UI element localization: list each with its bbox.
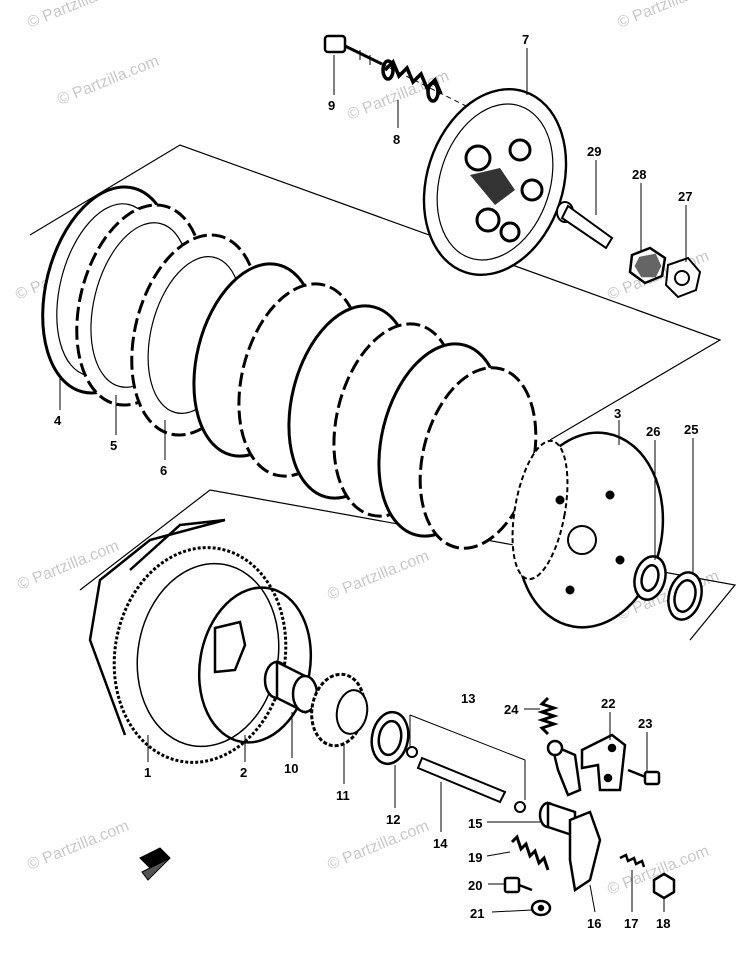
callout-27[interactable]: 27 (678, 189, 692, 204)
lock-washer[interactable] (664, 256, 702, 299)
spacer-bushing[interactable] (263, 659, 319, 715)
steel-ball-small[interactable] (514, 801, 526, 813)
gasket-washer[interactable] (530, 899, 552, 917)
release-lever[interactable] (546, 739, 582, 797)
callout-1[interactable]: 1 (144, 765, 151, 780)
callout-10[interactable]: 10 (284, 761, 298, 776)
callout-22[interactable]: 22 (601, 696, 615, 711)
callout-20[interactable]: 20 (468, 878, 482, 893)
adjuster-spring[interactable] (510, 834, 550, 871)
kick-starter-gear[interactable] (306, 670, 370, 750)
callout-5[interactable]: 5 (110, 438, 117, 453)
release-bracket[interactable] (580, 733, 627, 792)
adjusting-screw[interactable] (619, 853, 646, 868)
clutch-housing[interactable] (88, 518, 302, 776)
callout-26[interactable]: 26 (646, 424, 660, 439)
watermark: © Partzilla.com (25, 0, 131, 32)
callout-18[interactable]: 18 (656, 916, 670, 931)
steel-ball[interactable] (406, 746, 418, 758)
oil-seal-screw[interactable] (503, 876, 533, 894)
watermark: © Partzilla.com (25, 818, 131, 874)
push-rod[interactable] (416, 756, 507, 804)
callout-13[interactable]: 13 (461, 691, 475, 706)
callout-14[interactable]: 14 (433, 836, 448, 851)
spacer-ring[interactable] (187, 579, 322, 752)
callout-28[interactable]: 28 (632, 167, 646, 182)
release-cam[interactable] (538, 801, 577, 838)
callout-11[interactable]: 11 (336, 788, 350, 803)
callout-23[interactable]: 23 (638, 716, 652, 731)
clutch-spring[interactable] (381, 58, 443, 103)
callout-4[interactable]: 4 (54, 413, 62, 428)
watermark: © Partzilla.com (15, 538, 121, 594)
leader-lines (59, 48, 694, 913)
callout-19[interactable]: 19 (468, 850, 482, 865)
callout-25[interactable]: 25 (684, 422, 698, 437)
callout-15[interactable]: 15 (468, 816, 482, 831)
pressure-plate[interactable] (401, 71, 589, 294)
clutch-plate-stack (41, 185, 538, 550)
watermark: © Partzilla.com (615, 0, 721, 32)
callout-7[interactable]: 7 (522, 32, 529, 47)
callout-9[interactable]: 9 (328, 98, 335, 113)
clutch-sleeve-hub[interactable] (502, 421, 678, 639)
watermark: © Partzilla.com (325, 548, 431, 604)
callout-6[interactable]: 6 (160, 463, 167, 478)
front-arrow-icon (139, 847, 171, 881)
callout-3[interactable]: 3 (614, 406, 621, 421)
callout-21[interactable]: 21 (470, 906, 484, 921)
thrust-washer-12[interactable] (368, 709, 412, 766)
callout-labels: 1 2 3 4 5 6 7 8 9 10 11 12 13 14 15 16 1… (54, 32, 698, 931)
adjuster-nut[interactable] (652, 872, 676, 900)
bolt[interactable] (323, 34, 383, 66)
release-lever-plate[interactable] (568, 810, 602, 893)
callout-16[interactable]: 16 (587, 916, 601, 931)
callout-2[interactable]: 2 (240, 765, 247, 780)
callout-12[interactable]: 12 (386, 812, 400, 827)
callout-17[interactable]: 17 (624, 916, 638, 931)
callout-29[interactable]: 29 (587, 144, 601, 159)
watermark: © Partzilla.com (55, 53, 161, 109)
lock-nut[interactable] (628, 246, 667, 285)
callout-8[interactable]: 8 (393, 132, 400, 147)
watermark: © Partzilla.com (325, 818, 431, 874)
release-spring[interactable] (537, 696, 559, 736)
callout-24[interactable]: 24 (504, 702, 519, 717)
thrust-washer-26[interactable] (630, 553, 670, 603)
release-rod[interactable] (556, 201, 614, 250)
thrust-washer-25[interactable] (663, 569, 706, 624)
bracket-bolt[interactable] (627, 768, 661, 786)
